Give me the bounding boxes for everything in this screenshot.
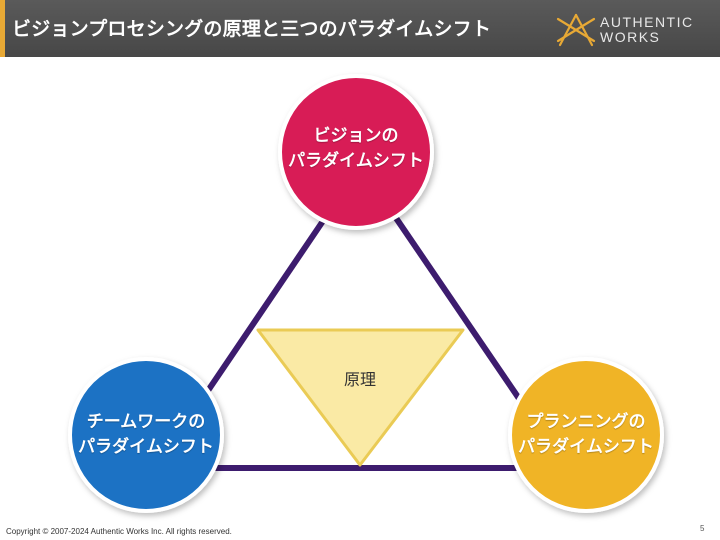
copyright-text: Copyright © 2007-2024 Authentic Works In… — [6, 527, 232, 536]
page-title: ビジョンプロセシングの原理と三つのパラダイムシフト — [12, 18, 492, 40]
vision-label: ビジョンの パラダイムシフト — [276, 124, 436, 174]
authentic-works-logo-icon — [556, 13, 596, 47]
page-number: 5 — [700, 524, 705, 533]
planning-circle — [508, 357, 664, 513]
logo-wordmark: AUTHENTIC WORKS — [600, 15, 694, 45]
vision-label-line-1: ビジョンの — [313, 126, 399, 146]
vision-circle — [278, 74, 434, 230]
edge-top-right — [393, 216, 523, 402]
planning-label: プランニングの パラダイムシフト — [506, 410, 666, 460]
planning-label-line-2: パラダイムシフト — [518, 437, 654, 457]
principle-label: 原理 — [343, 370, 376, 389]
header-bar: ビジョンプロセシングの原理と三つのパラダイムシフト AUTHENTIC WORK… — [0, 0, 720, 57]
planning-label-line-1: プランニングの — [526, 412, 646, 432]
header-accent-strip — [0, 0, 5, 57]
teamwork-label-line-1: チームワークの — [86, 412, 206, 432]
company-logo: AUTHENTIC WORKS — [556, 12, 716, 48]
logo-line-2: WORKS — [600, 29, 661, 45]
vision-label-line-2: パラダイムシフト — [288, 151, 424, 171]
teamwork-label: チームワークの パラダイムシフト — [66, 410, 226, 460]
principle-triangle — [256, 328, 465, 467]
teamwork-circle — [68, 357, 224, 513]
triangle-edges — [200, 216, 523, 471]
edge-top-left — [200, 216, 328, 400]
teamwork-label-line-2: パラダイムシフト — [78, 437, 214, 457]
logo-line-1: AUTHENTIC — [600, 14, 694, 30]
